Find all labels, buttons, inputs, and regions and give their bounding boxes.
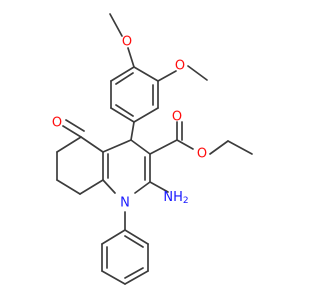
ring-nitrogen-label: N bbox=[120, 196, 130, 211]
molecule-canvas: O O O O O NH2 N bbox=[51, 13, 253, 285]
bond bbox=[133, 107, 159, 123]
bond bbox=[79, 179, 104, 195]
bond bbox=[149, 139, 178, 155]
bond bbox=[124, 267, 144, 279]
bond bbox=[56, 136, 82, 153]
bond bbox=[130, 121, 135, 141]
methoxy-oxygen-label: O bbox=[122, 35, 132, 50]
bond bbox=[102, 139, 132, 153]
amino-nh-text: NH bbox=[163, 190, 183, 205]
bond bbox=[157, 70, 177, 82]
amino-subscript: 2 bbox=[183, 196, 189, 206]
bond bbox=[149, 181, 169, 193]
bond bbox=[133, 66, 159, 82]
bond bbox=[209, 140, 229, 155]
bond bbox=[124, 270, 149, 285]
bond bbox=[187, 65, 208, 81]
bond bbox=[176, 139, 194, 150]
bond bbox=[110, 66, 135, 82]
bond bbox=[130, 139, 151, 155]
bond bbox=[65, 119, 85, 132]
bond bbox=[102, 179, 116, 194]
bond bbox=[80, 136, 104, 153]
amino-group-label: NH2 bbox=[163, 190, 188, 207]
bond bbox=[62, 125, 82, 138]
atom-labels: O O O O O NH2 N bbox=[52, 35, 207, 211]
bond bbox=[115, 104, 134, 117]
bonds bbox=[56, 13, 253, 285]
bond bbox=[124, 229, 149, 245]
bond bbox=[127, 47, 135, 68]
ester-carbonyl-oxygen-label: O bbox=[172, 110, 182, 125]
ketone-oxygen-label: O bbox=[52, 116, 62, 131]
bond bbox=[101, 270, 126, 285]
bond bbox=[110, 107, 135, 123]
bond bbox=[56, 179, 81, 195]
bond bbox=[134, 181, 151, 194]
ester-oxygen-label: O bbox=[197, 147, 207, 162]
bond bbox=[115, 72, 134, 85]
bond bbox=[227, 140, 253, 155]
bond bbox=[101, 229, 126, 245]
structural-formula: O O O O O NH2 N bbox=[52, 13, 253, 285]
methoxy-oxygen-label: O bbox=[175, 59, 185, 74]
bond bbox=[124, 235, 144, 248]
bond bbox=[109, 13, 123, 37]
